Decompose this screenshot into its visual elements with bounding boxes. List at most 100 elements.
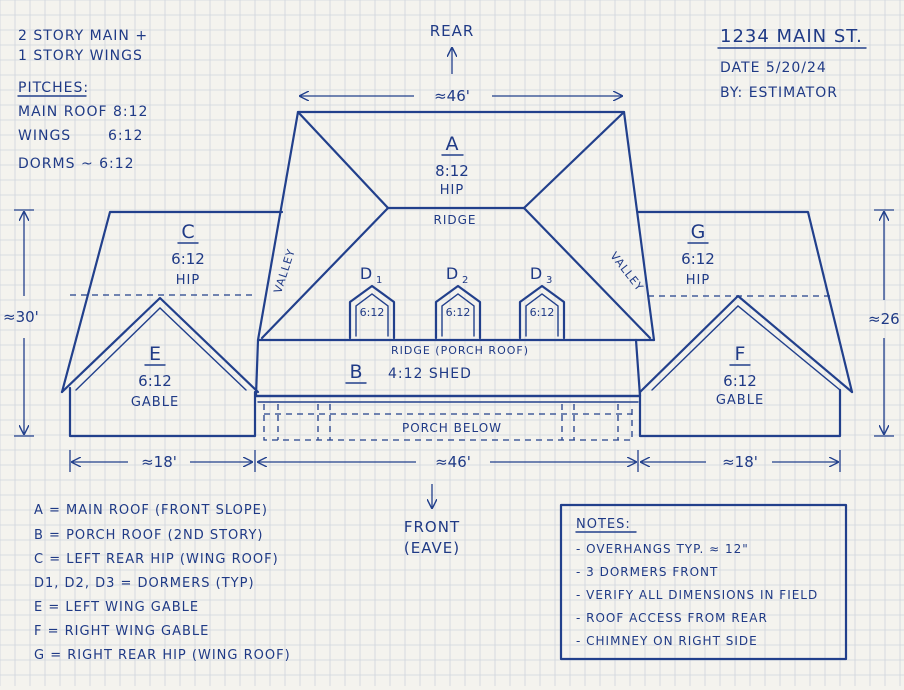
left-wing-hip-outline xyxy=(60,210,284,394)
section-b-desc: 4:12 SHED xyxy=(388,366,472,382)
right-wing-hip-outline xyxy=(636,210,854,394)
section-e-pitch: 6:12 xyxy=(138,372,172,390)
pitch-wings-value: 6:12 xyxy=(108,128,143,144)
dormer-d3-letter: D xyxy=(530,264,542,283)
address-block: 1234 MAIN ST. DATE 5/20/24 BY: ESTIMATOR xyxy=(717,26,867,101)
pitches-block: PITCHES: MAIN ROOF 8:12 WINGS 6:12 DORMS… xyxy=(17,80,148,172)
address-date: DATE 5/20/24 xyxy=(720,60,827,76)
porch-ridge-label: RIDGE (PORCH ROOF) xyxy=(391,344,529,357)
note-item: - 3 DORMERS FRONT xyxy=(576,565,718,579)
section-c-type: HIP xyxy=(176,273,200,288)
section-b-label: B 4:12 SHED xyxy=(345,361,472,384)
left-gable-rake-inner xyxy=(75,307,247,391)
dormer-d1-label: D 1 6:12 xyxy=(360,264,385,319)
section-e-label: E 6:12 GABLE xyxy=(131,343,179,410)
legend-item: A = MAIN ROOF (FRONT SLOPE) xyxy=(34,503,268,518)
section-f-type: GABLE xyxy=(716,393,764,408)
section-a-type: HIP xyxy=(440,183,464,198)
legend-item: D1, D2, D3 = DORMERS (TYP) xyxy=(34,576,255,591)
dormer-d1-subscript: 1 xyxy=(376,275,382,286)
section-b-letter: B xyxy=(349,361,362,383)
dormer-d2-subscript: 2 xyxy=(462,275,468,286)
porch-below-outline xyxy=(263,404,633,441)
section-a-letter: A xyxy=(446,133,459,155)
pitch-dormers: DORMS ~ 6:12 xyxy=(18,156,135,172)
dormer-d1-inner xyxy=(355,293,389,337)
address-estimator: BY: ESTIMATOR xyxy=(720,85,838,101)
front-label: FRONT xyxy=(404,518,460,536)
dormer-d2-outline xyxy=(434,284,482,340)
left-height-dimension: ≈30' xyxy=(3,209,39,437)
section-c-letter: C xyxy=(181,221,194,243)
valley-right-line xyxy=(522,206,652,340)
top-dimension: ≈46' xyxy=(300,87,622,105)
dormer-d3-inner xyxy=(525,293,559,337)
dormer-d3 xyxy=(518,284,566,340)
story-note-line-1: 2 STORY MAIN + xyxy=(18,28,148,44)
bottom-right-dim-label: ≈18' xyxy=(722,453,758,471)
section-legend: A = MAIN ROOF (FRONT SLOPE) B = PORCH RO… xyxy=(34,503,291,663)
dormer-d3-pitch: 6:12 xyxy=(530,306,555,319)
dormer-d3-subscript: 3 xyxy=(546,275,552,286)
section-g-pitch: 6:12 xyxy=(681,250,715,268)
section-e-type: GABLE xyxy=(131,395,179,410)
dormer-d1-letter: D xyxy=(360,264,372,283)
bottom-left-dim-label: ≈18' xyxy=(141,453,177,471)
right-gable-rake-inner xyxy=(651,305,841,391)
note-item: - VERIFY ALL DIMENSIONS IN FIELD xyxy=(576,588,818,602)
address-street: 1234 MAIN ST. xyxy=(720,26,863,47)
section-c-label: C 6:12 HIP xyxy=(171,221,205,288)
right-height-dimension: ≈26 xyxy=(868,209,900,437)
valley-right-label: VALLEY xyxy=(607,250,646,294)
section-g-letter: G xyxy=(691,221,706,243)
rear-indicator: REAR xyxy=(430,22,475,74)
pitch-main-roof: MAIN ROOF 8:12 xyxy=(18,104,148,120)
story-note-line-2: 1 STORY WINGS xyxy=(18,48,143,64)
bottom-dimensions: ≈18' ≈46' ≈18' xyxy=(69,450,841,472)
legend-item: C = LEFT REAR HIP (WING ROOF) xyxy=(34,552,279,567)
main-hip-right xyxy=(522,110,626,210)
pitch-wings-label: WINGS xyxy=(18,128,71,144)
dormer-d3-label: D 3 6:12 xyxy=(530,264,555,319)
note-item: - CHIMNEY ON RIGHT SIDE xyxy=(576,634,758,648)
valley-left-line xyxy=(260,206,390,340)
legend-item: B = PORCH ROOF (2ND STORY) xyxy=(34,528,263,543)
front-indicator: FRONT (EAVE) xyxy=(404,484,460,557)
story-note: 2 STORY MAIN + 1 STORY WINGS xyxy=(18,28,148,64)
right-dim-label: ≈26 xyxy=(868,310,900,328)
dormer-d2-label: D 2 6:12 xyxy=(446,264,471,319)
left-gable-rake-outer xyxy=(60,296,260,394)
dormer-d2 xyxy=(434,284,482,340)
main-hip-left xyxy=(296,110,390,210)
dormer-d3-outline xyxy=(518,284,566,340)
section-g-label: G 6:12 HIP xyxy=(681,221,715,288)
note-item: - OVERHANGS TYP. ≈ 12" xyxy=(576,542,749,556)
left-wing-wall xyxy=(68,386,257,438)
section-f-pitch: 6:12 xyxy=(723,372,757,390)
legend-item: E = LEFT WING GABLE xyxy=(34,600,199,615)
section-e-letter: E xyxy=(149,343,161,365)
section-c-pitch: 6:12 xyxy=(171,250,205,268)
pitches-heading: PITCHES: xyxy=(18,80,89,96)
legend-item: F = RIGHT WING GABLE xyxy=(34,624,209,639)
front-sublabel: (EAVE) xyxy=(404,539,460,557)
section-a-label: A 8:12 HIP xyxy=(435,133,469,198)
rear-label: REAR xyxy=(430,22,475,40)
dormer-d1-outline xyxy=(348,284,396,340)
legend-item: G = RIGHT REAR HIP (WING ROOF) xyxy=(34,648,291,663)
notes-box: NOTES: - OVERHANGS TYP. ≈ 12" - 3 DORMER… xyxy=(559,503,848,661)
dormer-d2-letter: D xyxy=(446,264,458,283)
roof-plan xyxy=(60,110,854,441)
dormer-d2-pitch: 6:12 xyxy=(446,306,471,319)
valley-left-label: VALLEY xyxy=(271,247,298,295)
dormer-d1-pitch: 6:12 xyxy=(360,306,385,319)
ridge-label: RIDGE xyxy=(434,213,477,227)
dormer-d2-inner xyxy=(441,293,475,337)
notes-box-frame xyxy=(559,503,848,661)
right-gable-rake-outer xyxy=(638,294,854,394)
bottom-center-dim-label: ≈46' xyxy=(435,453,471,471)
right-wing-wall xyxy=(638,388,842,438)
